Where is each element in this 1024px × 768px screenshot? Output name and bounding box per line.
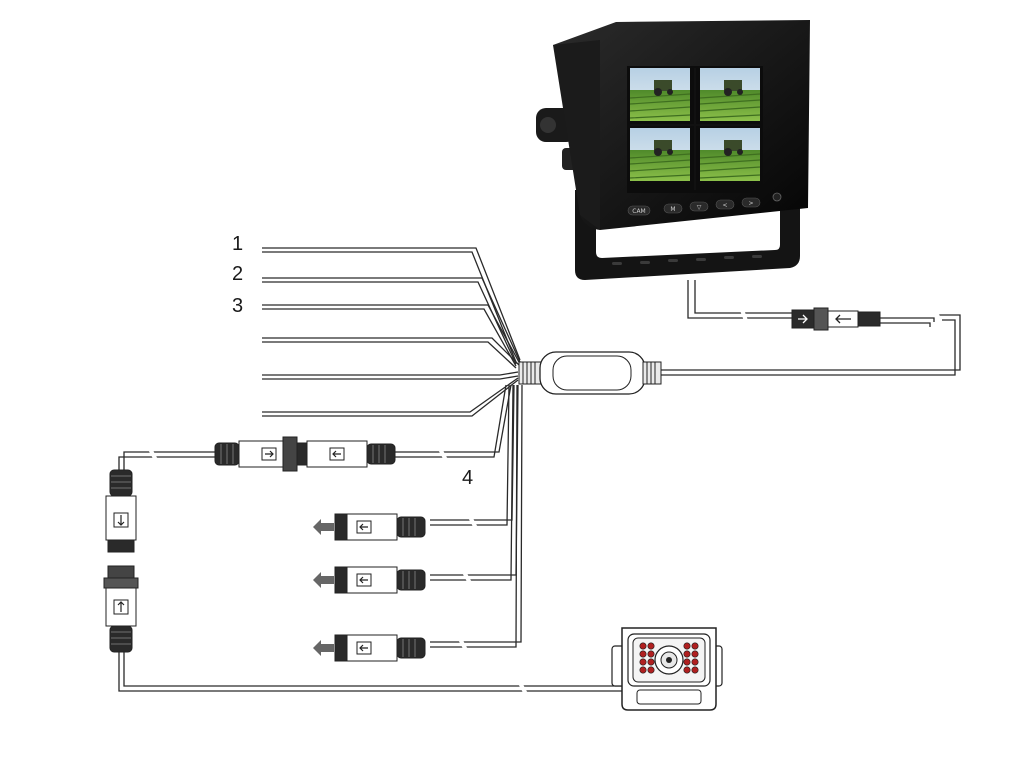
arrow-icon xyxy=(329,447,345,461)
arrow-icon xyxy=(113,599,129,615)
vertical-connector-pair xyxy=(103,469,139,653)
wire-1 xyxy=(262,247,521,361)
camera-input-connector-4 xyxy=(313,634,426,662)
direction-arrow-icon xyxy=(313,519,334,535)
arrow-icon xyxy=(356,573,372,587)
power-button[interactable] xyxy=(772,192,782,202)
monitor-to-splitter-cable xyxy=(660,314,961,371)
wire-3 xyxy=(262,304,521,365)
arrow-icon xyxy=(835,314,851,324)
left-button-label: < xyxy=(722,202,727,209)
right-button[interactable] xyxy=(741,197,761,208)
arrow-icon xyxy=(356,520,372,534)
monitor-lead xyxy=(687,280,792,319)
cable-harness xyxy=(118,247,961,692)
down-button-label: ▽ xyxy=(697,204,702,211)
monitor-lead-outer xyxy=(694,280,792,314)
arrow-icon xyxy=(261,447,277,461)
camera-group-label: 4 xyxy=(462,467,474,489)
extension-cable xyxy=(123,451,215,472)
direction-arrow-icon xyxy=(313,640,334,656)
wire-4 xyxy=(262,337,521,367)
wire-6 xyxy=(262,377,519,413)
direction-arrow-icon xyxy=(313,572,334,588)
monitor-connector xyxy=(791,307,881,331)
arrow-icon xyxy=(356,641,372,655)
wire-2 xyxy=(262,277,521,363)
camera-cable-1 xyxy=(395,384,512,453)
rear-camera xyxy=(611,627,723,711)
extension-connector-pair xyxy=(214,436,396,472)
wire-label-3: 3 xyxy=(232,295,244,317)
right-button-label: > xyxy=(748,200,753,207)
monitor: CAM M ▽ < > xyxy=(536,20,810,280)
camera-lead xyxy=(123,652,622,687)
cable-break-marks xyxy=(148,309,944,695)
camera-input-connector-2 xyxy=(313,513,426,541)
cam-button[interactable] xyxy=(627,205,651,216)
camera-input-connector-3 xyxy=(313,566,426,594)
monitor-to-splitter-cable-inner xyxy=(660,319,956,376)
camera-cable-3 xyxy=(430,384,519,576)
monitor-button-row: CAM M ▽ < > xyxy=(627,192,782,216)
arrow-icon xyxy=(113,512,129,528)
left-button[interactable] xyxy=(715,199,735,210)
wire-label-2: 2 xyxy=(232,263,244,285)
down-button[interactable] xyxy=(689,201,709,212)
arrow-icon xyxy=(798,314,808,324)
monitor-bracket xyxy=(575,190,800,280)
cam-button-label: CAM xyxy=(632,208,645,215)
wire-label-1: 1 xyxy=(232,233,244,255)
menu-button[interactable] xyxy=(663,203,683,214)
wire-5 xyxy=(262,371,519,376)
menu-button-label: M xyxy=(670,206,675,213)
ir-led-array xyxy=(639,642,699,674)
monitor-screen xyxy=(627,66,763,193)
splitter-box xyxy=(518,351,662,395)
